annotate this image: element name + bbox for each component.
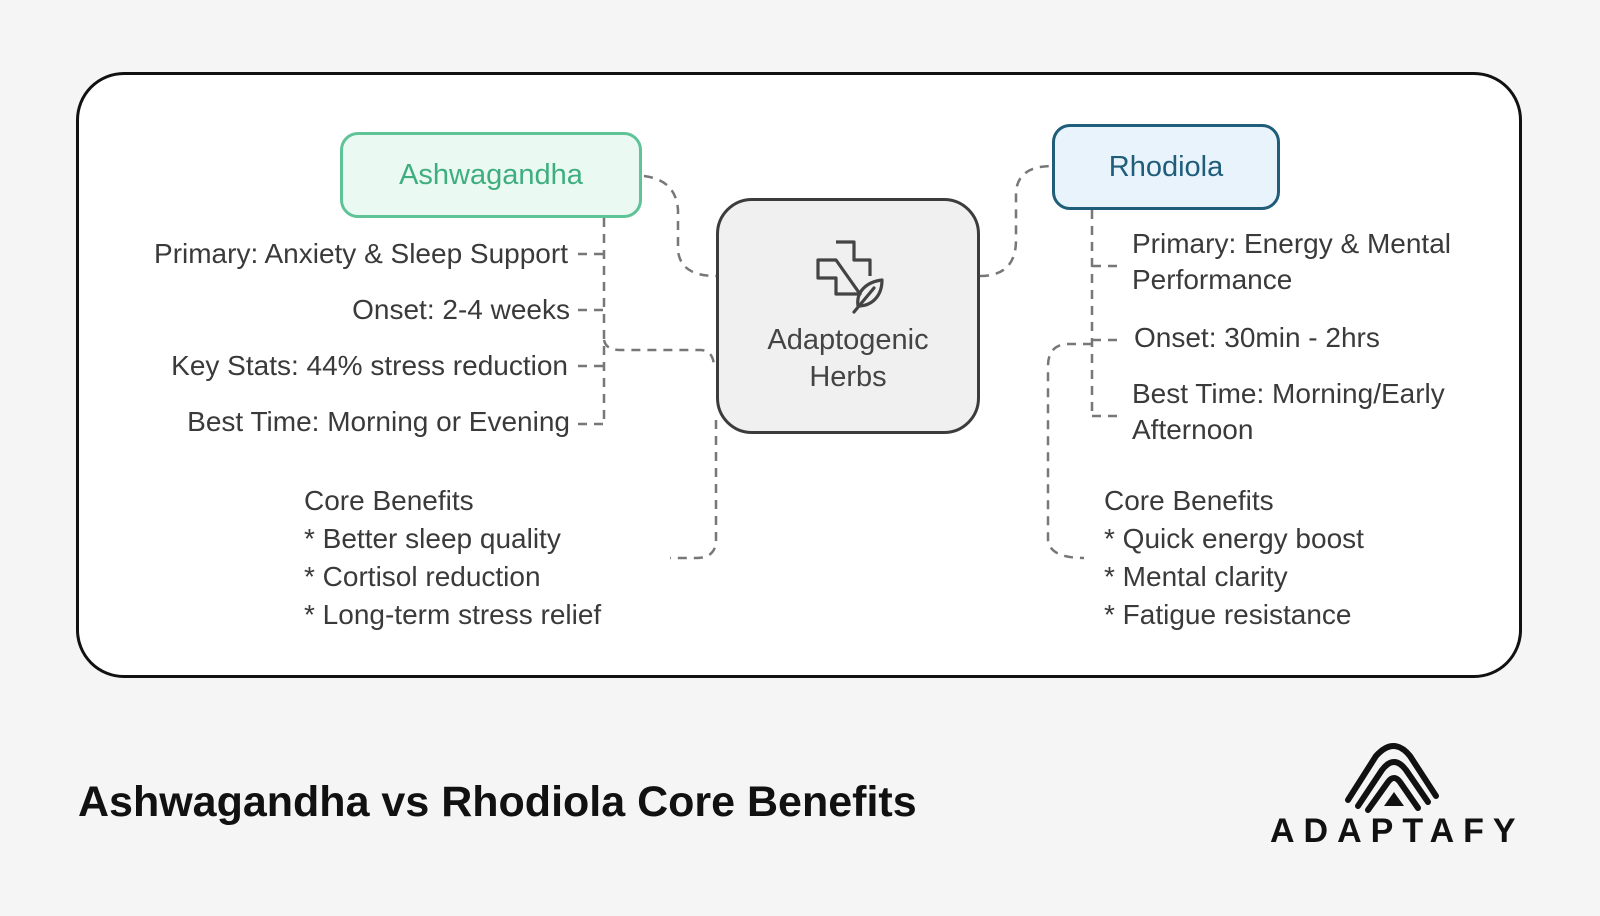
- ashwagandha-onset: Onset: 2-4 weeks: [352, 294, 570, 325]
- adaptafy-logo-icon: [1345, 743, 1439, 813]
- benefit-item: * Fatigue resistance: [1104, 599, 1352, 630]
- ashwagandha-core-benefits: Core Benefits * Better sleep quality * C…: [304, 482, 601, 634]
- ashwagandha-key-stats: Key Stats: 44% stress reduction: [171, 350, 568, 381]
- benefit-item: * Quick energy boost: [1104, 523, 1364, 554]
- core-benefits-heading: Core Benefits: [304, 485, 474, 516]
- rhodiola-label: Rhodiola: [1108, 150, 1224, 183]
- medical-cross-leaf-icon: [816, 240, 884, 314]
- ashwagandha-node: Ashwagandha: [340, 132, 642, 218]
- rhodiola-primary-line1: Primary: Energy & Mental: [1132, 228, 1451, 259]
- ashwagandha-label: Ashwagandha: [399, 158, 583, 191]
- brand-name: ADAPTAFY: [1270, 812, 1525, 850]
- rhodiola-best-time: Best Time: Morning/Early Afternoon: [1132, 376, 1445, 448]
- center-label-line1: Adaptogenic: [767, 324, 929, 356]
- benefit-item: * Better sleep quality: [304, 523, 561, 554]
- center-label-line2: Herbs: [809, 361, 887, 393]
- core-benefits-heading: Core Benefits: [1104, 485, 1274, 516]
- benefit-item: * Long-term stress relief: [304, 599, 602, 630]
- benefit-item: * Cortisol reduction: [304, 561, 541, 592]
- rhodiola-primary-line2: Performance: [1132, 264, 1293, 295]
- rhodiola-core-benefits: Core Benefits * Quick energy boost * Men…: [1104, 482, 1364, 634]
- rhodiola-best-time-line2: Afternoon: [1132, 414, 1254, 445]
- page-title: Ashwagandha vs Rhodiola Core Benefits: [78, 778, 917, 826]
- center-node: Adaptogenic Herbs: [716, 198, 980, 434]
- rhodiola-onset: Onset: 30min - 2hrs: [1134, 322, 1380, 353]
- rhodiola-primary: Primary: Energy & Mental Performance: [1132, 226, 1451, 298]
- rhodiola-best-time-line1: Best Time: Morning/Early: [1132, 378, 1445, 409]
- benefit-item: * Mental clarity: [1104, 561, 1288, 592]
- rhodiola-node: Rhodiola: [1052, 124, 1280, 210]
- ashwagandha-best-time: Best Time: Morning or Evening: [187, 406, 570, 437]
- ashwagandha-primary: Primary: Anxiety & Sleep Support: [154, 238, 568, 269]
